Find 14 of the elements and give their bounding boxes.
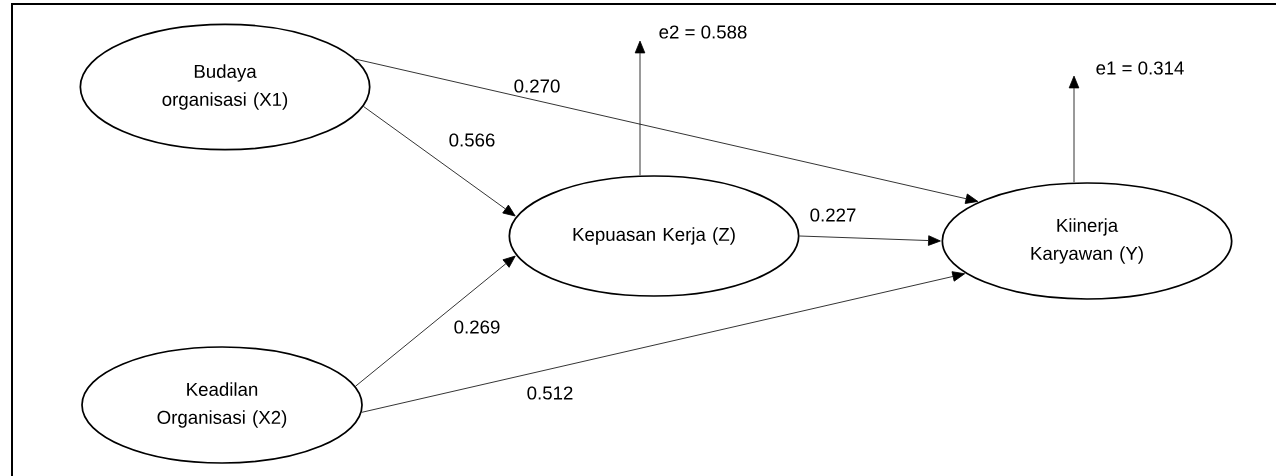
path-coefficient: 0.270: [512, 78, 562, 94]
path-coefficient: 0.566: [447, 132, 497, 148]
arrow: [1068, 75, 1080, 183]
path-coefficient: 0.227: [808, 207, 858, 223]
arrow: [363, 106, 516, 217]
path-coefficient: 0.269: [452, 319, 502, 335]
path-coefficient: e2 = 0.588: [657, 24, 749, 40]
arrow: [634, 40, 646, 176]
arrow: [355, 255, 516, 387]
arrow: [799, 235, 941, 246]
arrow: [361, 271, 966, 413]
path-coefficient: e1 = 0.314: [1094, 60, 1186, 76]
arrow: [355, 58, 979, 204]
path-coefficient: 0.512: [525, 385, 575, 401]
